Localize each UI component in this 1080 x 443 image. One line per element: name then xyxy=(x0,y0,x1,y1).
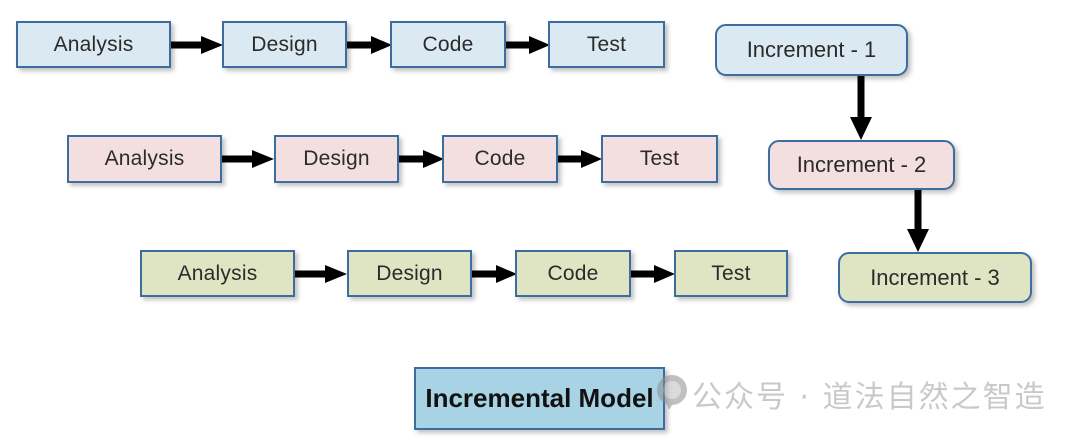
increment-box-1[interactable]: Increment - 1 xyxy=(715,24,908,76)
phase-label: Design xyxy=(251,32,318,56)
phase-box-row2-code[interactable]: Code xyxy=(442,135,558,183)
phase-label: Code xyxy=(547,261,599,285)
phase-label: Analysis xyxy=(53,32,134,56)
phase-box-row2-analysis[interactable]: Analysis xyxy=(67,135,222,183)
arrow-row1-design-to-code xyxy=(347,36,392,54)
phase-box-row3-design[interactable]: Design xyxy=(347,250,472,297)
phase-box-row3-code[interactable]: Code xyxy=(515,250,631,297)
increment-label: Increment - 2 xyxy=(796,152,927,177)
arrow-increment2-to-increment3 xyxy=(905,190,931,252)
phase-box-row1-code[interactable]: Code xyxy=(390,21,506,68)
page-title: Incremental Model xyxy=(425,383,654,413)
watermark: 公众号 · 道法自然之智造 xyxy=(692,372,1047,416)
phase-label: Analysis xyxy=(177,261,258,285)
phase-label: Analysis xyxy=(104,147,185,170)
increment-label: Increment - 3 xyxy=(870,264,1000,290)
arrow-row1-code-to-test xyxy=(506,36,550,54)
phase-box-row2-test[interactable]: Test xyxy=(601,135,718,183)
phase-label: Code xyxy=(474,147,526,170)
phase-box-row3-test[interactable]: Test xyxy=(674,250,788,297)
phase-box-row2-design[interactable]: Design xyxy=(274,135,399,183)
phase-box-row1-analysis[interactable]: Analysis xyxy=(16,21,171,68)
phase-label: Design xyxy=(376,261,443,285)
arrow-row3-code-to-test xyxy=(631,265,675,283)
phase-label: Code xyxy=(422,32,474,56)
increment-box-3[interactable]: Increment - 3 xyxy=(838,252,1032,303)
increment-label: Increment - 1 xyxy=(746,37,877,62)
phase-label: Test xyxy=(711,261,751,285)
arrow-row2-design-to-code xyxy=(399,150,444,168)
arrow-row2-code-to-test xyxy=(558,150,602,168)
arrow-row3-analysis-to-design xyxy=(295,265,347,283)
arrow-row1-analysis-to-design xyxy=(171,36,223,54)
phase-box-row3-analysis[interactable]: Analysis xyxy=(140,250,295,297)
arrow-increment1-to-increment2 xyxy=(848,76,874,140)
diagram-title-banner[interactable]: Incremental Model xyxy=(414,367,665,430)
phase-label: Test xyxy=(639,147,680,170)
arrow-row3-design-to-code xyxy=(472,265,517,283)
increment-box-2[interactable]: Increment - 2 xyxy=(768,140,955,190)
phase-box-row1-design[interactable]: Design xyxy=(222,21,347,68)
arrow-row2-analysis-to-design xyxy=(222,150,274,168)
phase-label: Design xyxy=(303,147,370,170)
phase-label: Test xyxy=(586,32,627,56)
phase-box-row1-test[interactable]: Test xyxy=(548,21,665,68)
watermark-text: 公众号 · 道法自然之智造 xyxy=(692,380,1047,415)
